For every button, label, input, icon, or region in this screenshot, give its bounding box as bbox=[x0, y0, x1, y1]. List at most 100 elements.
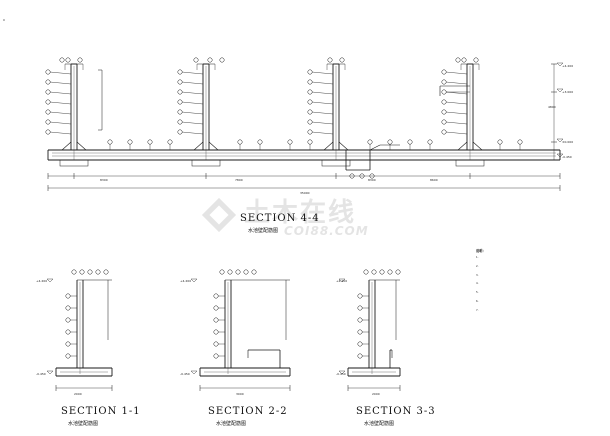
rebar-callout bbox=[45, 69, 51, 75]
rebar-callout bbox=[441, 119, 447, 125]
dim-sec-1-1-width: 2000 bbox=[74, 392, 82, 396]
section-1-1-callout bbox=[65, 329, 71, 335]
leader-line bbox=[181, 81, 204, 85]
leader-line bbox=[311, 111, 334, 115]
rebar-callout bbox=[177, 79, 183, 85]
wall-haunch bbox=[76, 141, 87, 151]
section-2-2-top-callout bbox=[219, 269, 225, 275]
rebar-callout bbox=[177, 99, 183, 105]
section-3-3-top-callout bbox=[363, 269, 369, 275]
rebar-callout bbox=[441, 79, 447, 85]
slab-rebar-callout bbox=[497, 139, 503, 145]
section-2-2-top-callout bbox=[235, 269, 241, 275]
section-3-3-elev-marker bbox=[338, 370, 346, 375]
section-1-1-top-callout bbox=[79, 269, 85, 275]
top-rebar-callout bbox=[193, 57, 199, 63]
wall-haunch bbox=[193, 141, 204, 151]
leader-line bbox=[181, 111, 204, 115]
elev-sec-2-2-base: -0.450 bbox=[180, 372, 190, 376]
leader-line bbox=[311, 91, 334, 95]
leader-line bbox=[445, 131, 468, 135]
dim-height: 4800 bbox=[548, 105, 556, 109]
leader-line bbox=[445, 111, 468, 115]
top-rebar-callout bbox=[219, 57, 225, 63]
wall-footing bbox=[59, 159, 89, 167]
section-3-3-callout bbox=[357, 329, 363, 335]
section-3-3-callout bbox=[357, 305, 363, 311]
section-2-2-callout bbox=[213, 305, 219, 311]
note-line: 4. bbox=[476, 282, 479, 286]
dim-total: 35000 bbox=[300, 191, 310, 195]
note-line: 1. bbox=[476, 256, 479, 259]
wall-haunch bbox=[472, 141, 483, 151]
elev-sec-2-2-top: +4.200 bbox=[180, 279, 192, 283]
section-3-3-elev-marker bbox=[338, 278, 346, 283]
section-2-2-callout bbox=[213, 329, 219, 335]
section-2-2-top-callout bbox=[251, 269, 257, 275]
slab-rebar-callout bbox=[307, 139, 313, 145]
section-1-1-elev-marker bbox=[46, 278, 54, 283]
section-3-3-top-callout bbox=[387, 269, 393, 275]
leader-line bbox=[445, 101, 468, 105]
section-2-2-top-callout bbox=[243, 269, 249, 275]
slab-rebar-callout bbox=[257, 139, 263, 145]
watermark-logo-icon bbox=[201, 197, 237, 233]
dim-seg-4: 8600 bbox=[430, 178, 438, 182]
elevation-marker bbox=[556, 62, 564, 67]
note-line: 6. bbox=[476, 299, 479, 303]
leader-line bbox=[445, 121, 468, 125]
leader-line bbox=[311, 71, 334, 75]
section-1-1-elev-marker bbox=[46, 370, 54, 375]
slab-rebar-callout bbox=[427, 139, 433, 145]
elevation-marker bbox=[556, 138, 564, 143]
rebar-callout bbox=[45, 119, 51, 125]
section-2-2-callout bbox=[213, 317, 219, 323]
rebar-callout bbox=[307, 119, 313, 125]
rebar-callout bbox=[45, 89, 51, 95]
note-line: 2. bbox=[476, 264, 479, 268]
section-2-2-elev-marker bbox=[190, 370, 198, 375]
slab-rebar-callout bbox=[287, 139, 293, 145]
section-2-2-callout bbox=[213, 353, 219, 359]
leader-line bbox=[445, 81, 468, 85]
wall-haunch bbox=[338, 141, 349, 151]
section-3-3-callout bbox=[357, 293, 363, 299]
slab-rebar-callout bbox=[127, 139, 133, 145]
rebar-callout bbox=[45, 79, 51, 85]
section-2-2-callout bbox=[213, 293, 219, 299]
outlet-step bbox=[369, 144, 381, 151]
rebar-callout bbox=[307, 109, 313, 115]
wall-haunch bbox=[323, 141, 334, 151]
leader-line bbox=[49, 81, 72, 85]
leader-line bbox=[311, 131, 334, 135]
slab-rebar-callout bbox=[237, 139, 243, 145]
rebar-callout bbox=[45, 129, 51, 135]
section-3-3-callout bbox=[357, 317, 363, 323]
leader-line bbox=[181, 91, 204, 95]
slab-rebar-callout bbox=[107, 139, 113, 145]
note-line: 7. bbox=[476, 308, 479, 312]
slab-rebar-callout bbox=[147, 139, 153, 145]
rebar-callout bbox=[441, 69, 447, 75]
section-1-1-subtitle: 水池壁配筋图 bbox=[68, 421, 99, 427]
section-1-1-top-callout bbox=[95, 269, 101, 275]
rebar-callout bbox=[177, 69, 183, 75]
wall-footing bbox=[455, 159, 485, 167]
section-3-3-top-callout bbox=[371, 269, 377, 275]
slab-rebar-callout bbox=[407, 139, 413, 145]
section-4-4-subtitle: 水池壁配筋图 bbox=[248, 228, 279, 234]
sheet-edge-label: 0 bbox=[3, 18, 5, 22]
note-line: 3. bbox=[476, 273, 479, 277]
section-1-1-top-callout bbox=[87, 269, 93, 275]
leader-line bbox=[49, 91, 72, 95]
slab-rebar-callout bbox=[167, 139, 173, 145]
section-2-2-subtitle: 水池壁配筋图 bbox=[216, 421, 247, 427]
leader-line bbox=[445, 91, 468, 95]
elev-sec-1-1-base: -0.450 bbox=[36, 372, 46, 376]
section-2-2-elev-marker bbox=[190, 278, 198, 283]
top-rebar-callout bbox=[339, 57, 345, 63]
rebar-callout bbox=[177, 119, 183, 125]
leader-line bbox=[181, 101, 204, 105]
section-3-3-title: SECTION 3-3 bbox=[356, 406, 436, 417]
